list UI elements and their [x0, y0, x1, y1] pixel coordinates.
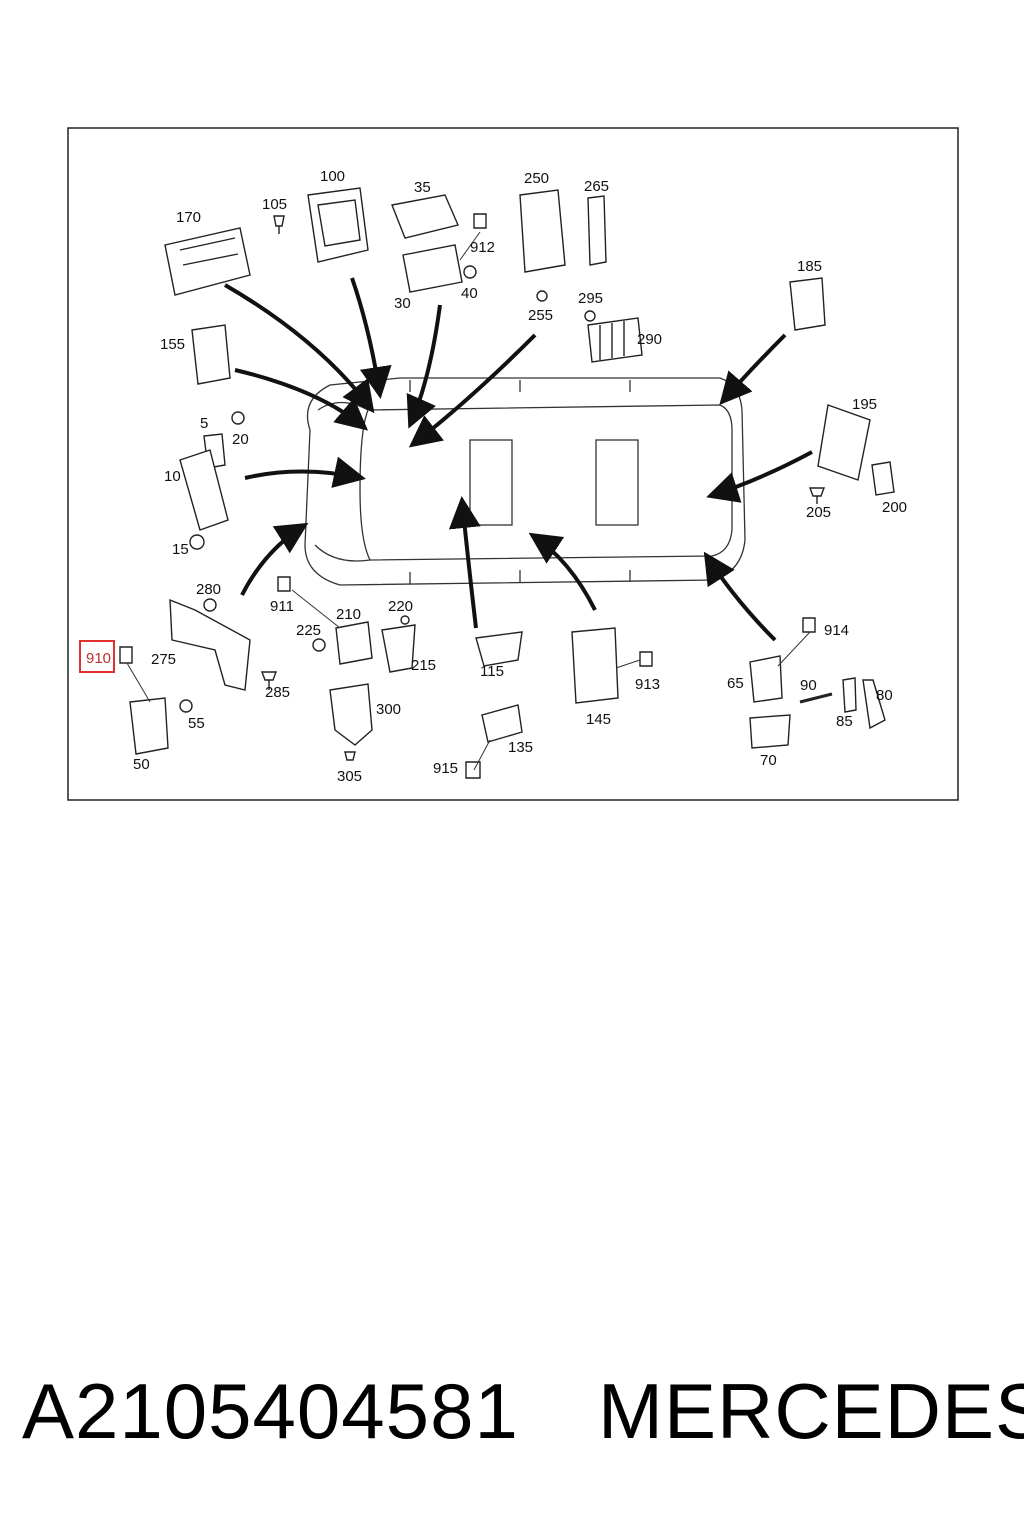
rivet-90 — [799, 692, 833, 704]
callout-195: 195 — [852, 396, 877, 413]
clip-295 — [584, 310, 596, 322]
bracket-275 — [169, 598, 251, 691]
module-145 — [571, 627, 619, 704]
module-30 — [402, 244, 463, 293]
leader-lines — [126, 231, 811, 771]
callout-185: 185 — [797, 258, 822, 275]
nut-20 — [231, 411, 245, 425]
callout-911: 911 — [270, 598, 294, 615]
callout-210: 210 — [336, 606, 361, 623]
callout-910: 910 — [86, 650, 111, 667]
screw-105 — [273, 215, 285, 234]
nut-225 — [312, 638, 326, 652]
callout-105: 105 — [262, 196, 287, 213]
callout-155: 155 — [160, 336, 185, 353]
brand-name: MERCEDES — [598, 1367, 1024, 1455]
callout-295: 295 — [578, 290, 603, 307]
callout-205: 205 — [806, 504, 831, 521]
callout-50: 50 — [133, 756, 150, 773]
vehicle-outline — [304, 377, 746, 586]
callout-275: 275 — [151, 651, 176, 668]
callout-100: 100 — [320, 168, 345, 185]
callout-305: 305 — [337, 768, 362, 785]
callout-labels: 100 35 250 265 170 105 912 30 40 255 295… — [86, 168, 907, 785]
callout-85: 85 — [836, 713, 853, 730]
callout-5: 5 — [200, 415, 208, 432]
callout-914: 914 — [824, 622, 849, 639]
module-170 — [164, 227, 251, 296]
callout-215: 215 — [411, 657, 436, 674]
callout-265: 265 — [584, 178, 609, 195]
callout-15: 15 — [172, 541, 189, 558]
callout-250: 250 — [524, 170, 549, 187]
callout-255: 255 — [528, 307, 553, 324]
callout-285: 285 — [265, 684, 290, 701]
screw-305 — [344, 751, 356, 761]
clip-85 — [842, 677, 857, 713]
callout-220: 220 — [388, 598, 413, 615]
component-sketches — [119, 187, 895, 779]
callout-280: 280 — [196, 581, 221, 598]
callout-300: 300 — [376, 701, 401, 718]
callout-10: 10 — [164, 468, 181, 485]
sensor-50 — [129, 697, 169, 755]
callout-135: 135 — [508, 739, 533, 756]
clip-220 — [400, 615, 410, 625]
ecu-100 — [307, 187, 369, 263]
relay-290 — [587, 317, 643, 363]
callout-200: 200 — [882, 499, 907, 516]
sensor-115 — [475, 631, 523, 667]
callout-70: 70 — [760, 752, 777, 769]
nut-15 — [189, 534, 205, 550]
callout-35: 35 — [414, 179, 431, 196]
connector-914 — [802, 617, 816, 633]
pointer-arrows — [223, 277, 813, 642]
holder-70 — [749, 714, 791, 749]
diagram-frame — [67, 127, 959, 801]
module-185 — [789, 277, 826, 331]
highlight-910 — [79, 640, 115, 673]
clip-255 — [536, 290, 548, 302]
connector-910 — [119, 646, 133, 664]
callout-225: 225 — [296, 622, 321, 639]
callout-40: 40 — [461, 285, 478, 302]
clip-80 — [862, 679, 886, 730]
bracket-300 — [329, 683, 373, 746]
callout-170: 170 — [176, 209, 201, 226]
module-250 — [519, 189, 566, 273]
nut-55 — [179, 699, 193, 713]
bracket-10 — [179, 449, 229, 531]
callout-65: 65 — [727, 675, 744, 692]
nut-280 — [203, 598, 217, 612]
callout-30: 30 — [394, 295, 411, 312]
sensor-135 — [481, 704, 523, 743]
callout-90: 90 — [800, 677, 817, 694]
callout-115: 115 — [480, 663, 504, 680]
nut-40 — [463, 265, 477, 279]
bracket-35 — [391, 194, 459, 239]
callout-20: 20 — [232, 431, 249, 448]
module-210 — [335, 621, 373, 665]
callout-145: 145 — [586, 711, 611, 728]
bracket-215 — [381, 624, 416, 673]
part-number: A2105404581 — [22, 1367, 519, 1455]
connector-912 — [473, 213, 487, 229]
connector-915 — [465, 761, 481, 779]
callout-913: 913 — [635, 676, 660, 693]
bolt-285 — [260, 671, 278, 690]
callout-915: 915 — [433, 760, 458, 777]
module-155 — [191, 324, 231, 385]
antenna-195 — [817, 404, 871, 481]
callout-912: 912 — [470, 239, 495, 256]
screw-205 — [808, 487, 826, 504]
callout-55: 55 — [188, 715, 205, 732]
clip-200 — [871, 461, 895, 496]
connector-913 — [639, 651, 653, 667]
relay-65 — [749, 655, 783, 703]
bracket-265 — [587, 195, 607, 266]
callout-80: 80 — [876, 687, 893, 704]
callout-290: 290 — [637, 331, 662, 348]
connector-911 — [277, 576, 291, 592]
